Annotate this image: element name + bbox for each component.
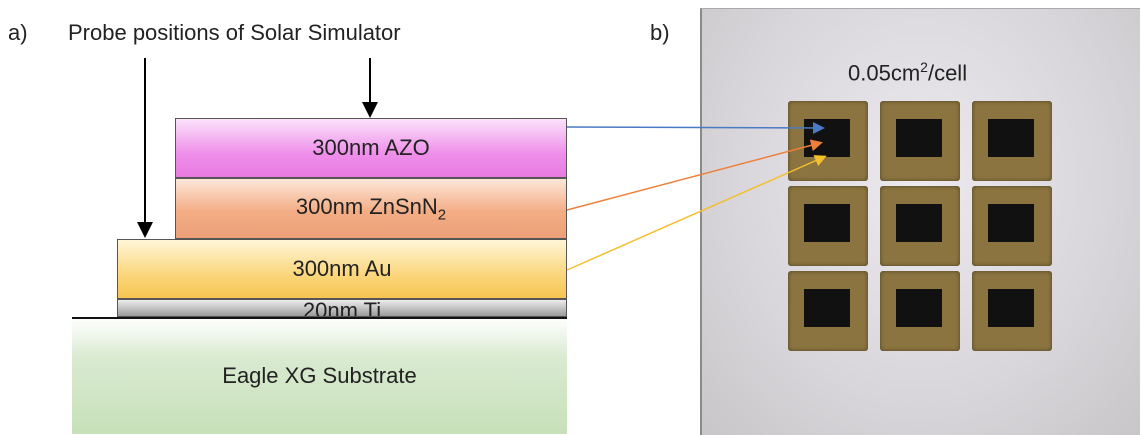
layer-znsnn2: 300nm ZnSnN2	[175, 178, 567, 239]
cell-active-area	[804, 289, 850, 327]
layer-ti-label: 20nm Ti	[302, 299, 382, 317]
solar-cell	[972, 186, 1052, 266]
panel-b-label: b)	[650, 20, 670, 45]
solar-cell	[880, 101, 960, 181]
substrate-surface-line	[72, 317, 567, 319]
solar-cell	[972, 101, 1052, 181]
cell-active-area	[804, 204, 850, 242]
layer-ti: 20nm Ti	[117, 299, 567, 317]
solar-cell	[880, 271, 960, 351]
cell-active-area	[896, 119, 942, 157]
azo-connector-arrow	[566, 121, 825, 134]
layer-au: 300nm Au	[117, 239, 567, 299]
layer-au-label: 300nm Au	[292, 256, 392, 281]
layer-azo-label: 300nm AZO	[312, 135, 430, 160]
cell-area-label: 0.05cm2/cell	[848, 59, 968, 86]
cell-active-area	[896, 289, 942, 327]
solar-cell	[972, 271, 1052, 351]
solar-cell	[880, 186, 960, 266]
layer-znsnn2-label: 300nm ZnSnN2	[295, 193, 447, 224]
panel-a-label: a)	[8, 20, 28, 45]
au-connector-arrow	[566, 155, 827, 271]
layer-azo: 300nm AZO	[175, 118, 567, 178]
cell-active-area	[896, 204, 942, 242]
cell-active-area	[988, 119, 1034, 157]
cell-active-area	[988, 204, 1034, 242]
solar-cell	[788, 186, 868, 266]
layer-substrate: Eagle XG Substrate	[72, 318, 567, 434]
solar-cell	[788, 271, 868, 351]
cell-active-area	[988, 289, 1034, 327]
layer-substrate-label: Eagle XG Substrate	[222, 363, 417, 388]
probe-positions-title: Probe positions of Solar Simulator	[68, 20, 401, 45]
znsnn2-connector-arrow	[566, 139, 823, 211]
